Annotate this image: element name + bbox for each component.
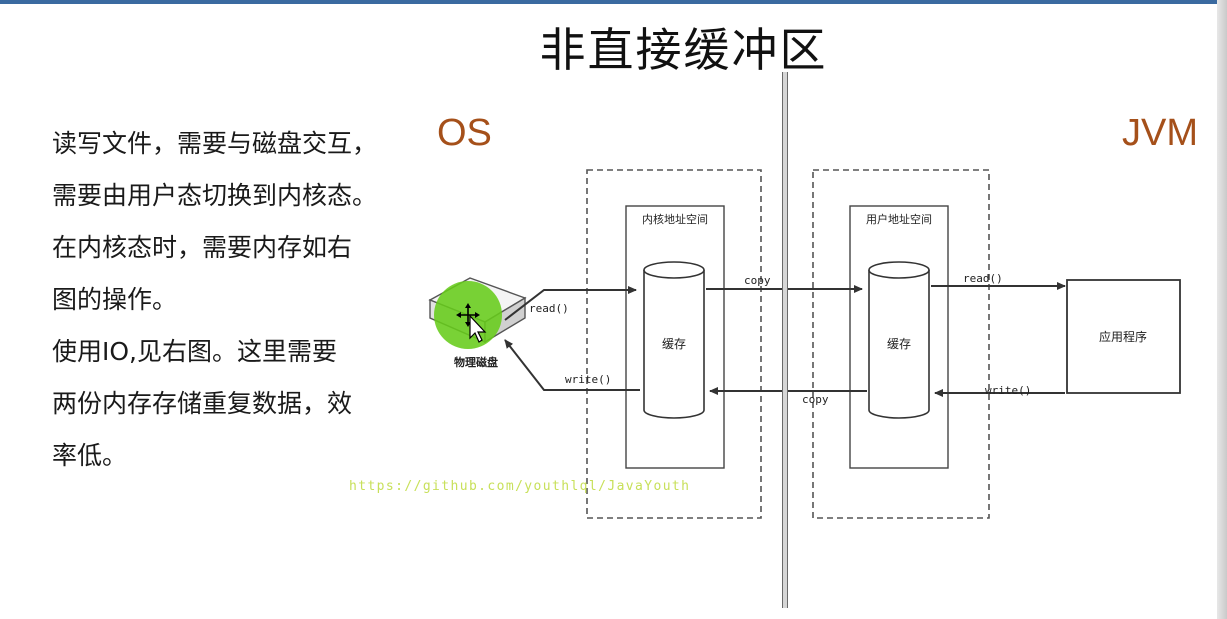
description-line: 使用IO,见右图。这里需要 [52,337,337,366]
application-box [1066,279,1181,394]
description-line: 读写文件，需要与磁盘交互， [52,129,378,158]
disk-read-arrow [504,286,637,321]
vertical-divider [782,72,788,608]
user-buffer-cylinder [868,261,930,419]
description-line: 需要由用户态切换到内核态。 [52,181,378,210]
kernel-buffer-label: 缓存 [662,337,686,351]
disk-label: 物理磁盘 [454,355,498,369]
description-line: 在内核态时，需要内存如右 [52,233,353,262]
app-read-label: read() [963,272,1003,285]
disk-write-label: write() [565,373,611,386]
description-line: 率低。 [52,441,128,470]
application-label: 应用程序 [1099,329,1147,344]
top-bar [0,0,1227,4]
description-line: 两份内存存储重复数据，效 [52,389,353,418]
slide-title: 非直接缓冲区 [539,23,828,77]
jvm-dashed-box [812,169,990,519]
move-cursor-icon [456,303,487,343]
disk-read-label: read() [529,302,569,315]
kernel-buffer-cylinder [643,261,705,419]
user-buffer-label: 缓存 [887,337,911,351]
disk-write-arrow [504,339,640,391]
copy-to-user-label: copy [744,274,771,287]
os-dashed-box [586,169,762,519]
user-space-label: 用户地址空间 [866,212,932,226]
app-write-label: write() [985,384,1031,397]
watermark-url: https://github.com/youthlql/JavaYouth [349,479,691,494]
kernel-space-label: 内核地址空间 [642,212,708,226]
description-line: 图的操作。 [52,285,178,314]
description-text: 读写文件，需要与磁盘交互， 需要由用户态切换到内核态。 在内核态时，需要内存如右… [52,118,412,482]
copy-to-kernel-label: copy [802,393,829,406]
scrollbar-edge[interactable] [1217,0,1227,619]
os-label: OS [437,112,492,154]
jvm-label: JVM [1122,112,1198,154]
